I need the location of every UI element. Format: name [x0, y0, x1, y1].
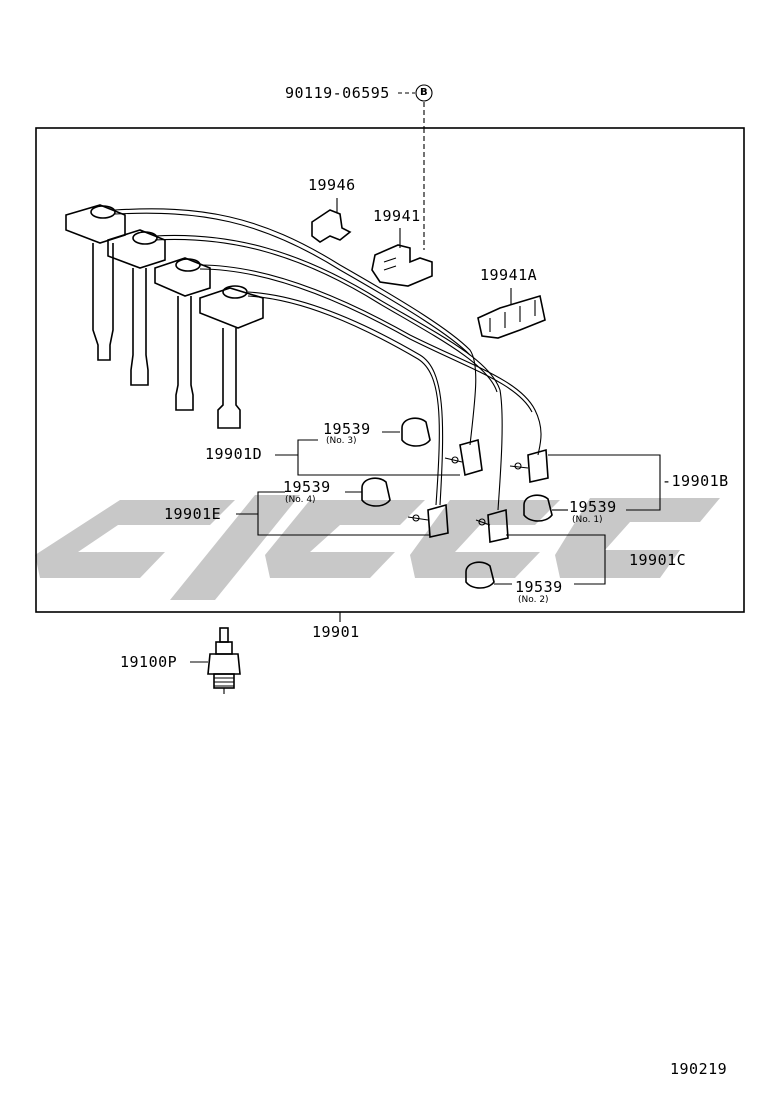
ignition-wires [114, 208, 542, 511]
leader-lines [190, 198, 661, 663]
label-19941A: 19941A [480, 266, 538, 284]
label-19539-no3-sub: (No. 3) [326, 436, 357, 446]
label-19946: 19946 [308, 176, 356, 194]
clamp-19941A [477, 294, 546, 339]
watermark-logo [35, 495, 720, 600]
boot-19539-no2 [465, 561, 495, 589]
clamp-19946 [311, 209, 352, 243]
label-19539-no1: 19539 [569, 498, 617, 516]
callout-marker-b: B [420, 87, 428, 98]
boot-19539-no3 [401, 417, 431, 447]
label-19901B: -19901B [662, 472, 729, 490]
label-19901: 19901 [312, 623, 360, 641]
coil-boots [65, 204, 264, 429]
top-callout [398, 84, 433, 250]
boot-19539-no1 [523, 494, 553, 522]
figure-number: 190219 [670, 1060, 728, 1078]
label-19901C: 19901C [629, 551, 687, 569]
label-19539-no2: 19539 [515, 578, 563, 596]
clamp-19941 [371, 244, 433, 287]
label-19901D: 19901D [205, 445, 263, 463]
label-19539-no4: 19539 [283, 478, 331, 496]
label-19539-no4-sub: (No. 4) [285, 495, 316, 505]
spark-plug [207, 627, 241, 694]
marker-b-circle [415, 84, 433, 102]
boot-19539-no4 [361, 477, 391, 507]
label-19539-no1-sub: (No. 1) [572, 515, 603, 525]
label-19901E: 19901E [164, 505, 222, 523]
label-19941: 19941 [373, 207, 421, 225]
label-19539-no2-sub: (No. 2) [518, 595, 549, 605]
label-19539-no3: 19539 [323, 420, 371, 438]
diagram-frame [35, 127, 745, 613]
plug-ends [407, 438, 549, 543]
label-19100P: 19100P [120, 653, 178, 671]
callout-part-90119: 90119-06595 [285, 84, 390, 102]
